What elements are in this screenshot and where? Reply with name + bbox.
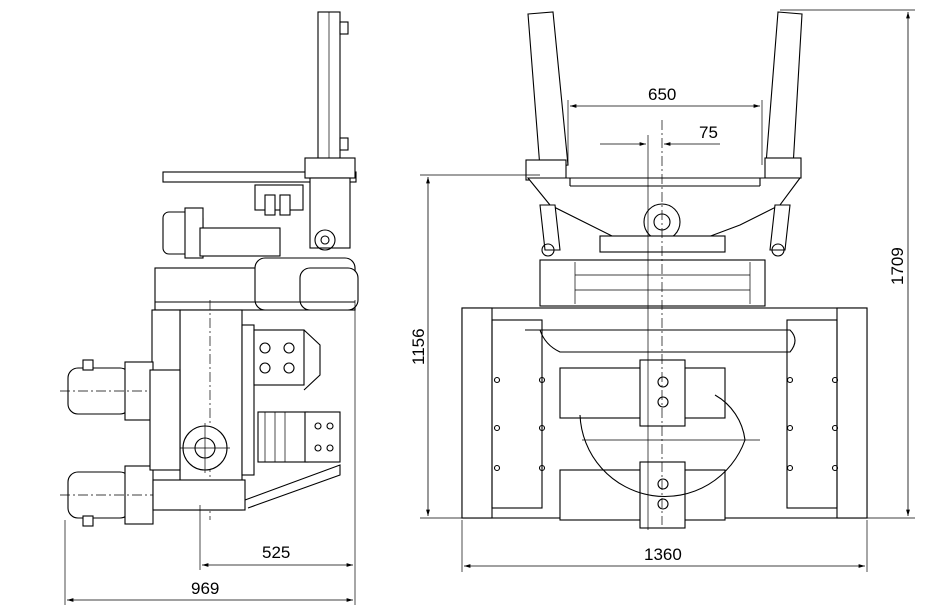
dim-label-75: 75	[699, 123, 718, 142]
front-view	[461, 11, 868, 529]
dim-label-969: 969	[191, 579, 219, 598]
dim-label-1156: 1156	[409, 328, 428, 365]
dimension-labels: 525 969 1360 650 75 1156 1709	[191, 85, 907, 598]
dim-label-1709: 1709	[888, 247, 907, 285]
dimension-lines	[64, 9, 915, 605]
bolt-holes	[493, 376, 839, 472]
dim-label-1360: 1360	[644, 545, 682, 564]
side-view	[60, 11, 359, 527]
dim-label-525: 525	[262, 543, 290, 562]
dim-label-650: 650	[648, 85, 676, 104]
